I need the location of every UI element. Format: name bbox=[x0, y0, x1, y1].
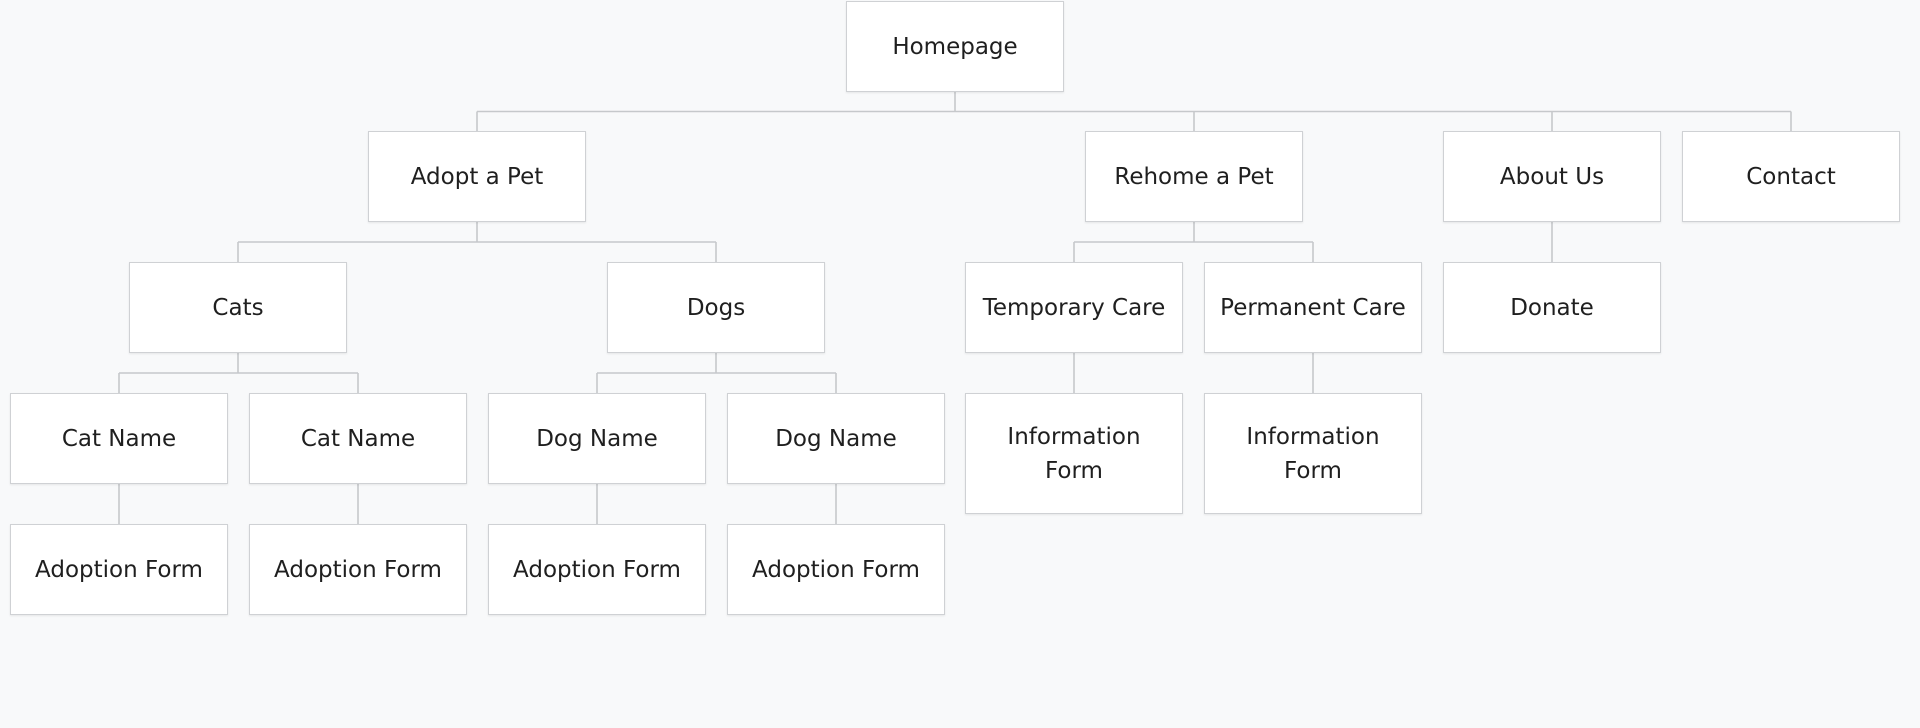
node-adoption-form: Adoption Form bbox=[10, 524, 228, 615]
node-rehome-a-pet: Rehome a Pet bbox=[1085, 131, 1303, 222]
node-temporary-care: Temporary Care bbox=[965, 262, 1183, 353]
node-dogs: Dogs bbox=[607, 262, 825, 353]
node-adoption-form: Adoption Form bbox=[727, 524, 945, 615]
node-cat-name: Cat Name bbox=[249, 393, 467, 484]
node-dog-name: Dog Name bbox=[488, 393, 706, 484]
node-homepage: Homepage bbox=[846, 1, 1064, 92]
node-cats: Cats bbox=[129, 262, 347, 353]
node-information-form: Information Form bbox=[965, 393, 1183, 514]
node-adoption-form: Adoption Form bbox=[488, 524, 706, 615]
node-adoption-form: Adoption Form bbox=[249, 524, 467, 615]
node-dog-name: Dog Name bbox=[727, 393, 945, 484]
node-cat-name: Cat Name bbox=[10, 393, 228, 484]
node-adopt-a-pet: Adopt a Pet bbox=[368, 131, 586, 222]
node-about-us: About Us bbox=[1443, 131, 1661, 222]
node-donate: Donate bbox=[1443, 262, 1661, 353]
node-permanent-care: Permanent Care bbox=[1204, 262, 1422, 353]
node-contact: Contact bbox=[1682, 131, 1900, 222]
node-information-form: Information Form bbox=[1204, 393, 1422, 514]
